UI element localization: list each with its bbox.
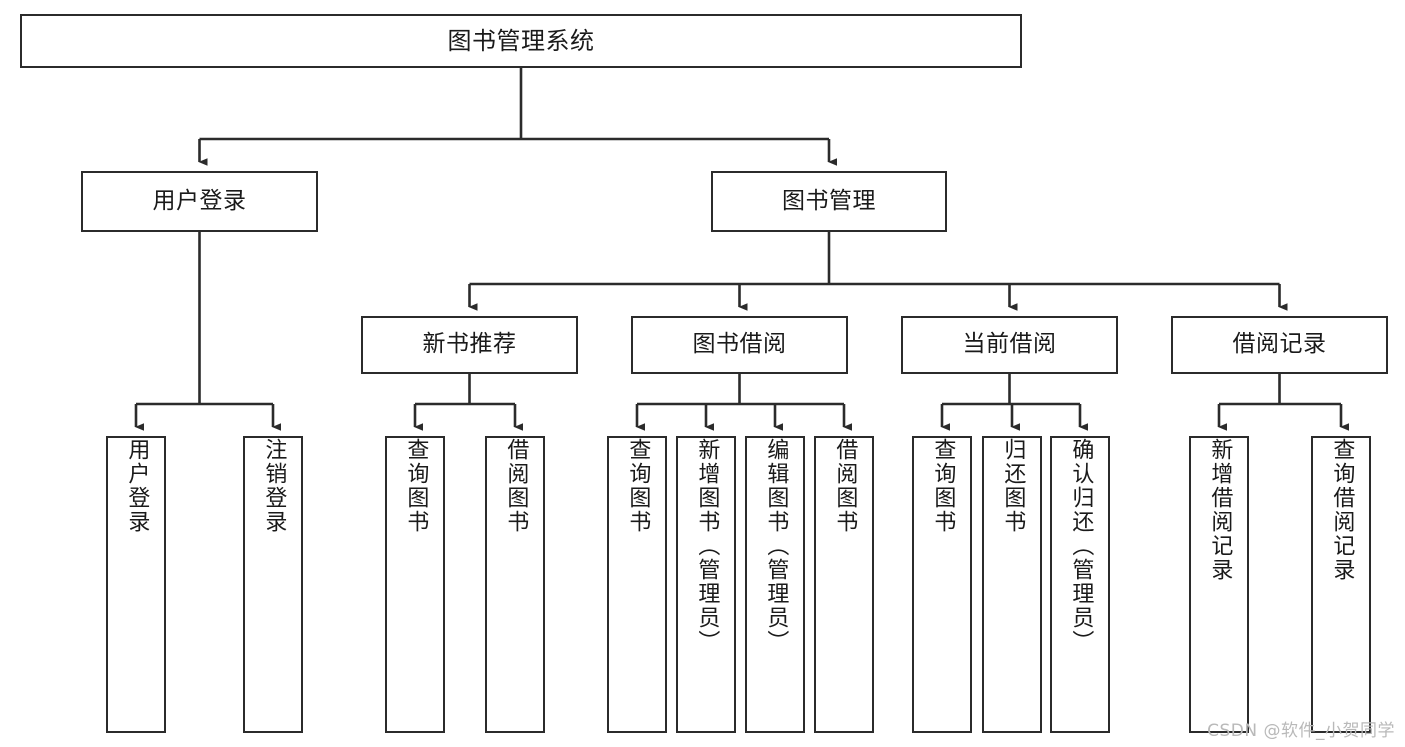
node-label: 查询图书 (403, 438, 429, 534)
node-borrow-record[interactable]: 借阅记录 (1171, 316, 1388, 374)
node-label: 图书借阅 (692, 331, 787, 358)
node-leaf-query-book-1[interactable]: 查询图书 (385, 436, 445, 733)
node-label: 借阅图书 (832, 438, 858, 534)
node-label: 用户登录 (124, 438, 150, 534)
node-leaf-add-record[interactable]: 新增借阅记录 (1189, 436, 1249, 733)
node-label: 归还图书 (1000, 438, 1026, 534)
node-leaf-user-login[interactable]: 用户登录 (106, 436, 166, 733)
node-label: 新书推荐 (422, 331, 517, 358)
node-label: 查询借阅记录 (1329, 438, 1355, 582)
node-label: 编辑图书（管理员） (763, 438, 789, 654)
node-label: 注销登录 (261, 438, 287, 534)
node-leaf-edit-book[interactable]: 编辑图书（管理员） (745, 436, 805, 733)
node-label: 借阅图书 (503, 438, 529, 534)
node-root-system[interactable]: 图书管理系统 (20, 14, 1022, 68)
node-leaf-confirm-return[interactable]: 确认归还（管理员） (1050, 436, 1110, 733)
node-leaf-query-record[interactable]: 查询借阅记录 (1311, 436, 1371, 733)
node-leaf-borrow-book-2[interactable]: 借阅图书 (814, 436, 874, 733)
node-current-borrow[interactable]: 当前借阅 (901, 316, 1118, 374)
node-leaf-query-book-3[interactable]: 查询图书 (912, 436, 972, 733)
node-new-book-recommend[interactable]: 新书推荐 (361, 316, 578, 374)
node-label: 查询图书 (930, 438, 956, 534)
node-label: 借阅记录 (1232, 331, 1327, 358)
node-book-manage[interactable]: 图书管理 (711, 171, 947, 232)
node-leaf-add-book[interactable]: 新增图书（管理员） (676, 436, 736, 733)
node-label: 新增图书（管理员） (694, 438, 720, 654)
node-label: 新增借阅记录 (1207, 438, 1233, 582)
node-label: 当前借阅 (962, 331, 1057, 358)
node-book-borrow[interactable]: 图书借阅 (631, 316, 848, 374)
node-label: 确认归还（管理员） (1068, 438, 1094, 654)
node-label: 查询图书 (625, 438, 651, 534)
node-user-login[interactable]: 用户登录 (81, 171, 318, 232)
node-leaf-query-book-2[interactable]: 查询图书 (607, 436, 667, 733)
node-leaf-borrow-book-1[interactable]: 借阅图书 (485, 436, 545, 733)
node-leaf-return-book[interactable]: 归还图书 (982, 436, 1042, 733)
node-label: 图书管理 (782, 187, 876, 214)
node-leaf-logout[interactable]: 注销登录 (243, 436, 303, 733)
node-label: 用户登录 (152, 187, 247, 214)
node-label: 图书管理系统 (447, 26, 595, 55)
